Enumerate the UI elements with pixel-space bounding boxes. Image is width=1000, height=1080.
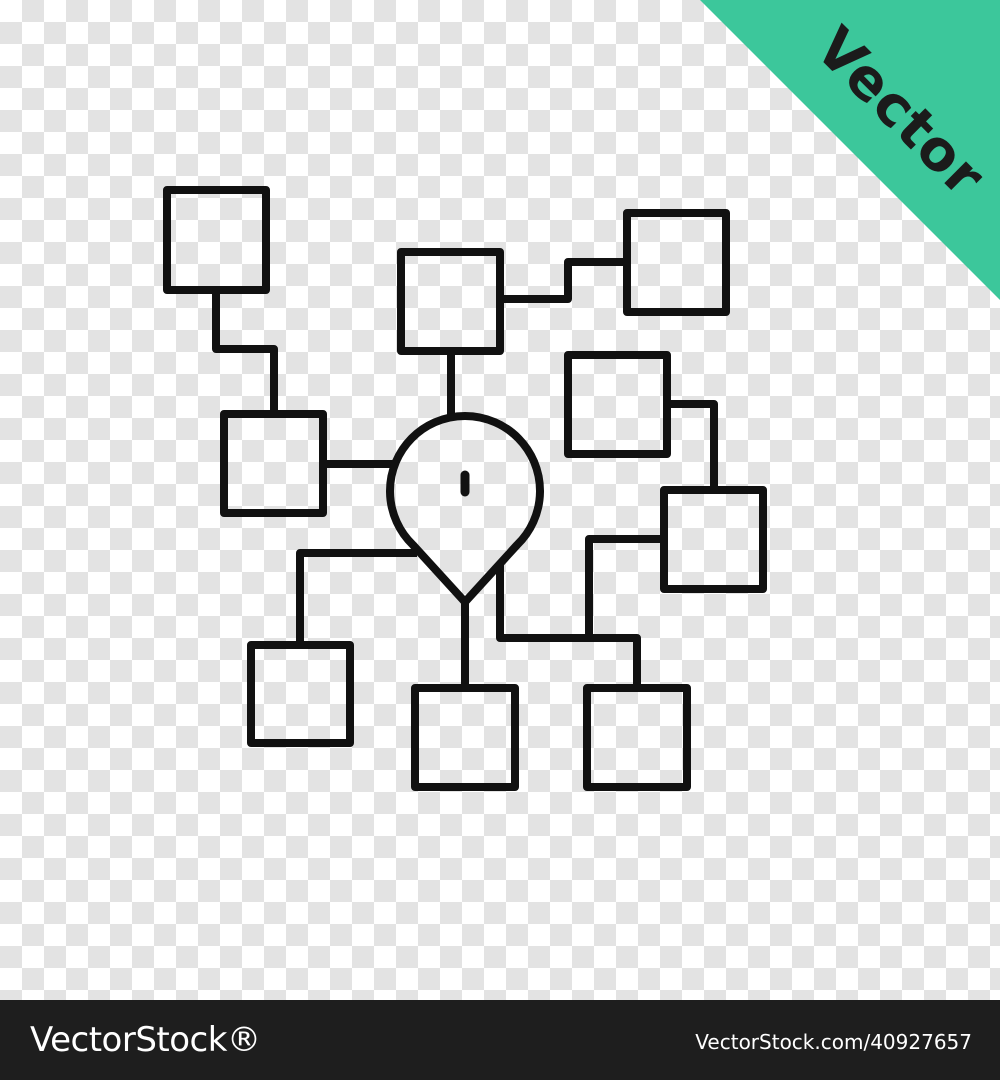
node-square-top-right	[623, 209, 730, 316]
connector-top-center-to-top-right	[496, 258, 631, 303]
image-reference-text: VectorStock.com/40927657	[695, 1030, 972, 1054]
footer-bar: VectorStock® VectorStock.com/40927657	[0, 1000, 1000, 1080]
transparent-checkerboard-background: Vector	[0, 0, 1000, 1000]
node-square-bottom-left	[247, 641, 354, 747]
node-square-right-upper	[564, 351, 671, 458]
node-square-right-middle	[660, 486, 767, 593]
connector-right-middle	[585, 535, 668, 642]
connector-pin-to-bottom-right	[496, 564, 641, 692]
node-square-top-left	[163, 186, 270, 294]
node-square-bottom-right	[583, 684, 691, 791]
network-location-pin-diagram-icon	[163, 186, 767, 791]
node-square-top-center	[397, 248, 504, 355]
connector-right-upper	[663, 400, 718, 494]
vectorstock-logo-text: VectorStock®	[30, 1020, 261, 1060]
node-square-left	[220, 410, 327, 517]
node-square-bottom-center	[411, 684, 519, 791]
connector-top-left	[212, 286, 278, 418]
location-pin-icon	[386, 411, 544, 606]
connector-pin-to-bottom-left	[296, 549, 417, 649]
